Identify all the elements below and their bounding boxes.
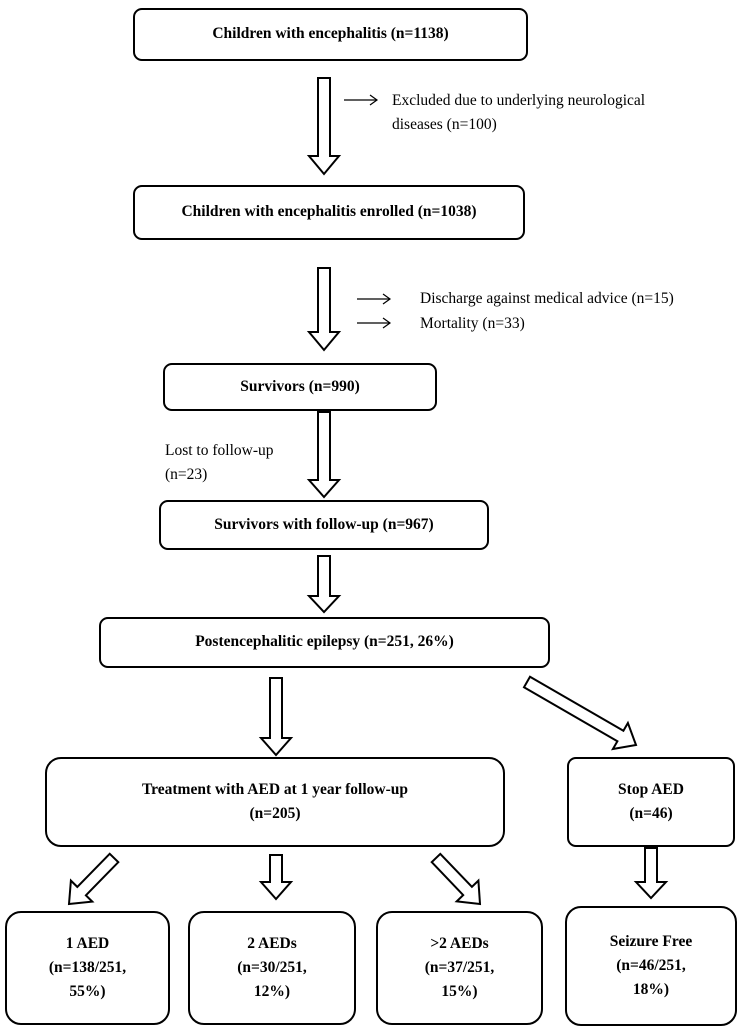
box-seizure-free-line3: 18%) [632,981,670,998]
arrow-discharge [357,293,392,305]
box-2-aeds: 2 AEDs (n=30/251, 12%) [188,911,356,1025]
arrow-stop-to-seizure-free [633,847,669,900]
arrow-mortality [357,317,392,329]
note-lost-line2: (n=23) [165,466,208,484]
box-treatment-with-aed: Treatment with AED at 1 year follow-up (… [45,757,505,847]
box-more-than-2-aeds-line2: (n=37/251, [424,958,495,976]
note-discharge-label: Discharge against medical advice (n=15) [420,290,674,307]
box-survivors-with-follow-up-label: Survivors with follow-up (n=967) [214,515,434,533]
box-1-aed-line3: 55%) [69,983,106,1000]
arrow-excluded [344,94,379,106]
box-treatment-line1: Treatment with AED at 1 year follow-up [141,780,409,798]
box-enrolled-label: Children with encephalitis enrolled (n=1… [181,203,477,221]
box-survivors-label: Survivors (n=990) [240,377,360,395]
box-more-than-2-aeds: >2 AEDs (n=37/251, 15%) [376,911,543,1025]
box-stop-aed-line1: Stop AED [618,780,684,798]
note-mortality: Mortality (n=33) [420,312,525,336]
box-enrolled: Children with encephalitis enrolled (n=1… [133,185,525,240]
box-seizure-free-line2: (n=46/251, [616,956,686,974]
box-treatment-line2: (n=205) [249,805,301,822]
box-stop-aed-line2: (n=46) [629,805,673,822]
arrow-followup-to-epilepsy [306,555,342,614]
arrow-epilepsy-to-treatment [258,677,294,757]
box-1-aed-line1: 1 AED [65,934,110,952]
note-discharge: Discharge against medical advice (n=15) [420,287,674,311]
note-excluded: Excluded due to underlying neurological … [392,89,645,137]
box-stop-aed: Stop AED (n=46) [567,757,735,847]
arrow-treatment-to-more-aeds [430,852,482,906]
arrow-enrolled-to-survivors [306,267,342,352]
box-1-aed-line2: (n=138/251, [48,958,127,976]
box-postencephalitic-epilepsy-label: Postencephalitic epilepsy (n=251, 26%) [195,633,454,651]
box-1-aed: 1 AED (n=138/251, 55%) [5,911,170,1025]
box-children-with-encephalitis: Children with encephalitis (n=1138) [133,8,528,61]
arrow-treatment-to-2aeds [258,854,294,901]
note-excluded-line2: diseases (n=100) [392,116,497,134]
note-mortality-label: Mortality (n=33) [420,315,525,332]
box-survivors-with-follow-up: Survivors with follow-up (n=967) [159,500,489,550]
arrow-epilepsy-to-stop [522,675,638,751]
box-seizure-free-line1: Seizure Free [609,932,693,950]
box-children-with-encephalitis-label: Children with encephalitis (n=1138) [212,25,449,43]
box-more-than-2-aeds-line3: 15%) [441,983,478,1000]
box-postencephalitic-epilepsy: Postencephalitic epilepsy (n=251, 26%) [99,617,550,668]
box-seizure-free: Seizure Free (n=46/251, 18%) [565,906,737,1026]
arrow-children-to-enrolled [306,77,342,176]
box-more-than-2-aeds-line1: >2 AEDs [430,934,489,952]
arrow-treatment-to-1aed [67,852,120,906]
box-2-aeds-line1: 2 AEDs [247,934,297,952]
note-lost-to-follow-up: Lost to follow-up (n=23) [165,439,274,487]
arrow-survivors-to-followup [306,411,342,499]
box-survivors: Survivors (n=990) [163,363,437,411]
note-excluded-line1: Excluded due to underlying neurological [392,92,646,109]
box-2-aeds-line3: 12%) [253,983,291,1000]
note-lost-line1: Lost to follow-up [165,442,274,459]
box-2-aeds-line2: (n=30/251, [237,958,307,976]
